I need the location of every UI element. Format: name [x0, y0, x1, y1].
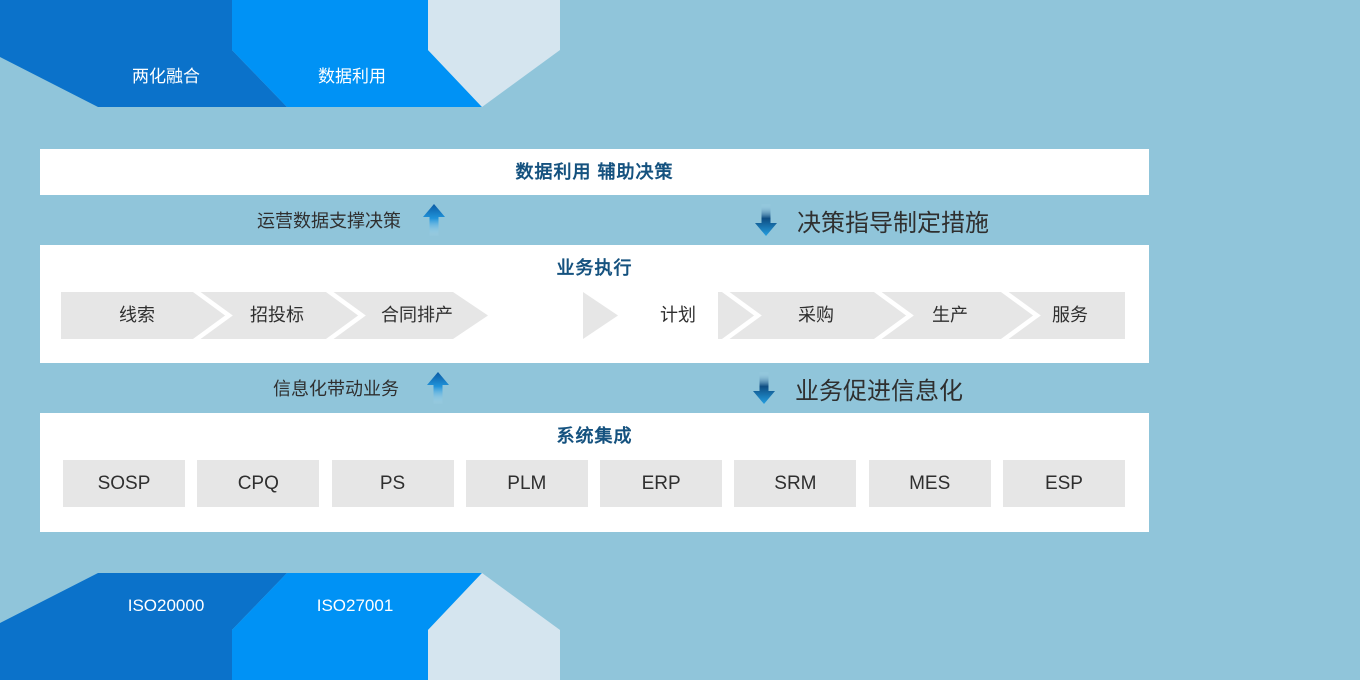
top-tab-shuju-liyong[interactable]: 数据利用	[318, 67, 386, 86]
banner-title: 数据利用 辅助决策	[515, 162, 674, 182]
flow-row2-left: 信息化带动业务	[273, 363, 449, 413]
chevron-right-icon	[583, 292, 618, 339]
flow-row1-left: 运营数据支撑决策	[257, 195, 445, 245]
step-caigou: 采购	[798, 305, 834, 325]
bottom-ribbon-bright	[232, 573, 482, 680]
top-tab-lianghua-ronghe[interactable]: 两化融合	[132, 67, 200, 86]
bottom-ribbon-dark	[0, 573, 287, 680]
system-box-srm: SRM	[734, 460, 857, 507]
execution-title: 业务执行	[556, 258, 633, 278]
bottom-tab-iso20000[interactable]: ISO20000	[127, 596, 205, 615]
chevron-separator	[721, 292, 762, 339]
step-zhaotoubiao: 招投标	[250, 305, 304, 325]
chevron-separator	[873, 292, 914, 339]
system-box-ps: PS	[331, 460, 454, 507]
banner-panel: 数据利用 辅助决策	[40, 149, 1149, 195]
step-jihua: 计划	[660, 305, 696, 325]
flow-row1-right: 决策指导制定措施	[755, 195, 989, 245]
chevron-separator	[1000, 292, 1041, 339]
down-arrow-icon	[755, 204, 777, 236]
chevron-separator	[325, 292, 366, 339]
step-hetong-paichan: 合同排产	[381, 305, 453, 325]
flow-row1-right-text: 决策指导制定措施	[797, 209, 989, 237]
flow-row2-right: 业务促进信息化	[753, 363, 963, 413]
chevron-separator	[192, 292, 233, 339]
bottom-ribbon-pale	[428, 573, 560, 680]
flow-row1-left-text: 运营数据支撑决策	[257, 211, 401, 231]
flow-row2-right-text: 业务促进信息化	[795, 377, 963, 405]
system-box-erp: ERP	[600, 460, 723, 507]
system-box-esp: ESP	[1002, 460, 1125, 507]
flow-row2-left-text: 信息化带动业务	[273, 379, 399, 399]
up-arrow-icon	[423, 204, 445, 236]
system-box-mes: MES	[868, 460, 991, 507]
integration-title: 系统集成	[556, 426, 633, 446]
top-ribbon-pale	[428, 0, 560, 107]
bottom-tab-iso27001[interactable]: ISO27001	[316, 596, 394, 615]
system-boxes: SOSP CPQ PS PLM ERP SRM MES ESP	[63, 460, 1125, 507]
execution-panel: 业务执行 线索 招投标 合同排产 计划 采购 生产 服务	[40, 245, 1149, 363]
system-box-cpq: CPQ	[197, 460, 320, 507]
process-chevrons	[61, 292, 1125, 339]
chevron-strip-left	[61, 292, 488, 339]
step-fuwu: 服务	[1052, 305, 1088, 325]
step-shengchan: 生产	[932, 305, 968, 325]
system-box-sosp: SOSP	[63, 460, 185, 507]
down-arrow-icon	[753, 372, 775, 404]
step-xiansuo: 线索	[119, 305, 155, 325]
up-arrow-icon	[427, 372, 449, 404]
integration-panel: 系统集成 SOSP CPQ PS PLM ERP SRM MES ESP	[40, 413, 1149, 532]
system-box-plm: PLM	[465, 460, 588, 507]
